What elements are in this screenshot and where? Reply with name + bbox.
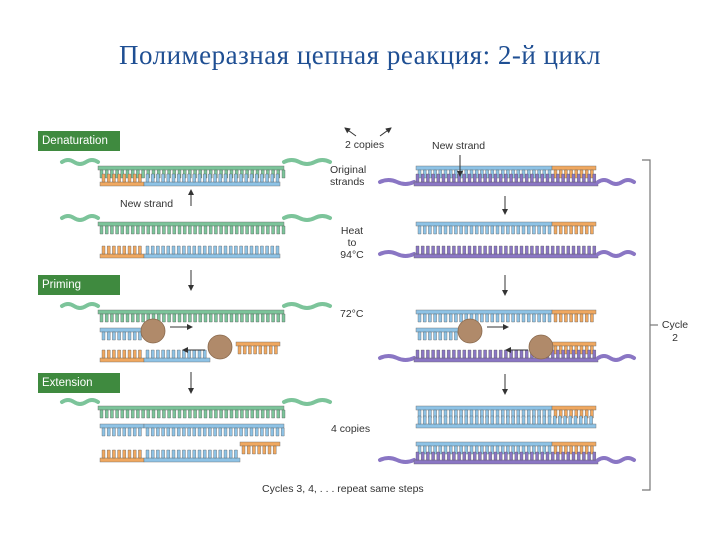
heat-label-3: 94°C	[332, 249, 372, 261]
left-r3-orange-primer-right	[236, 342, 280, 354]
right-r3-purple-tail-left	[380, 356, 414, 360]
cycle-bracket	[642, 160, 650, 490]
right-r2-purple-tail-right	[598, 252, 634, 256]
stage-extension: Extension	[38, 373, 120, 393]
right-r1-purple-tail-left	[380, 180, 414, 184]
heat-label-1: Heat	[332, 225, 372, 237]
two-copies-arrow-left	[345, 128, 356, 136]
left-r1-green-tail-left	[62, 160, 98, 164]
left-r3-green-tail-right	[284, 304, 330, 308]
left-polymerase-lower	[208, 335, 232, 359]
left-r2-green-tail-left	[62, 216, 98, 220]
stage-denaturation: Denaturation	[38, 131, 120, 151]
two-copies-arrow-right	[380, 128, 391, 136]
right-r2-orange-primer	[552, 222, 596, 234]
left-r2-blue-strand	[144, 246, 280, 258]
heat-label-2: to	[332, 237, 372, 249]
right-r3-purple-tail-right	[598, 356, 634, 360]
two-copies-label: 2 copies	[345, 139, 384, 151]
left-r2-green-strand	[98, 222, 285, 234]
left-r4-blue-strand-b	[144, 424, 284, 436]
temp-72-label: 72°C	[340, 308, 363, 320]
left-r4-green-tail-left	[62, 400, 98, 404]
right-r3-blue-primer	[416, 328, 460, 340]
right-r4-purple-tail-right	[598, 458, 634, 462]
left-r2-green-tail-right	[284, 216, 330, 220]
footer-caption: Cycles 3, 4, . . . repeat same steps	[262, 483, 424, 495]
right-r4-purple-tail-left	[380, 458, 414, 462]
original-strands-label-1: Original	[330, 164, 366, 176]
cycle-label-2: 2	[657, 332, 693, 344]
left-r3-blue-strand	[144, 350, 210, 362]
left-r4-green-strand	[98, 406, 285, 418]
right-r2-blue-strand	[416, 222, 552, 234]
right-r4-blue-strand-b	[416, 416, 596, 428]
original-strands-label-2: strands	[330, 176, 364, 188]
left-r4-blue-strand-c	[144, 450, 240, 462]
left-r4-blue-strand	[100, 424, 144, 436]
right-r3-blue-strand	[416, 310, 552, 322]
right-polymerase-upper	[458, 319, 482, 343]
left-r3-orange-primer	[100, 350, 144, 362]
right-r1-purple-tail-right	[598, 180, 634, 184]
new-strand-top-label: New strand	[432, 140, 485, 152]
left-r4-orange-primer	[100, 450, 144, 462]
left-r1-green-tail-right	[284, 160, 330, 164]
left-r3-green-strand	[98, 310, 285, 322]
left-r4-orange-primer-right	[240, 442, 280, 454]
right-polymerase-lower	[529, 335, 553, 359]
cycle-label-1: Cycle	[657, 319, 693, 331]
right-r2-purple-tail-left	[380, 252, 414, 256]
left-r2-orange-primer	[100, 246, 144, 258]
right-r3-orange-primer	[552, 310, 596, 322]
left-r3-blue-primer	[100, 328, 144, 340]
left-polymerase-upper	[141, 319, 165, 343]
left-r3-green-tail-left	[62, 304, 98, 308]
four-copies-label: 4 copies	[331, 423, 370, 435]
stage-priming: Priming	[38, 275, 120, 295]
right-r2-purple-strand	[414, 246, 598, 258]
new-strand-left-label: New strand	[120, 198, 173, 210]
left-r4-green-tail-right	[284, 400, 330, 404]
